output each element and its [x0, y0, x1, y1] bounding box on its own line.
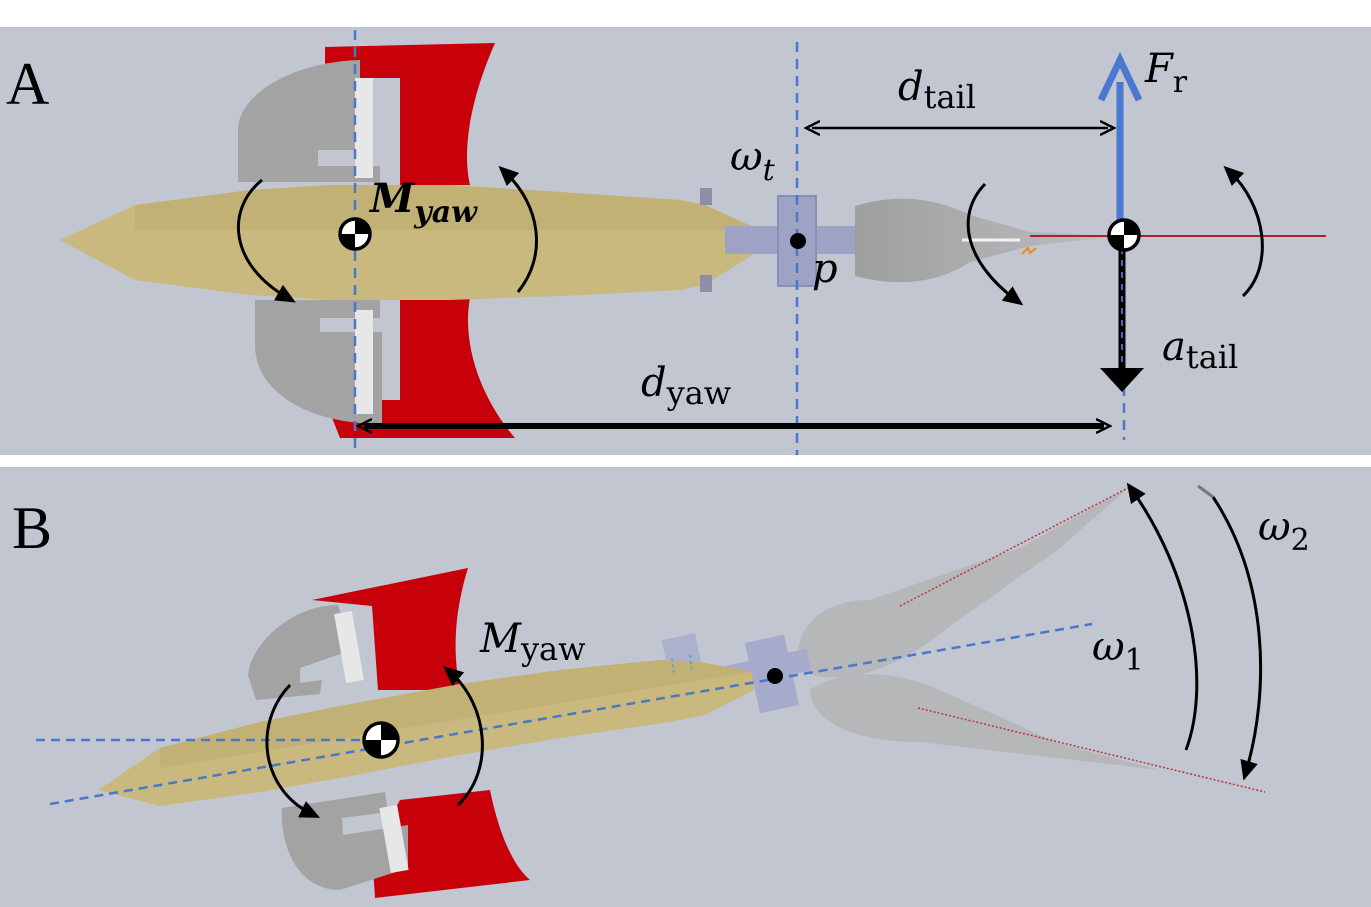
tail-line-lower	[917, 707, 1266, 793]
panel-a: A Myaw ωt p dtail Fr atail dyaw	[0, 27, 1371, 455]
force-arrow-fr-head	[1097, 51, 1143, 102]
pivot-point-b	[767, 668, 783, 684]
main-body	[60, 185, 760, 300]
cg-marker-body	[338, 217, 372, 251]
yaw-rotation-arrow-left-b	[265, 683, 321, 818]
omega-1-arrow	[1126, 482, 1199, 751]
label-d-yaw: dyaw	[641, 360, 731, 412]
fin-bottom-b	[372, 790, 530, 898]
fin-top-b	[312, 568, 468, 690]
label-m-yaw: Myaw	[368, 175, 478, 230]
tail-line-upper	[899, 487, 1129, 607]
tail-ghost-upper	[798, 488, 1128, 678]
main-body-b	[98, 660, 754, 806]
panel-b-letter: B	[12, 495, 52, 561]
ref-tick-2	[689, 654, 693, 673]
tail-rotation-arrow-right	[1223, 165, 1264, 298]
pod-top-b	[248, 605, 352, 700]
pod-bottom-bracket	[355, 310, 373, 414]
panel-b: B Myaw ω1 ω2	[0, 467, 1371, 907]
ref-line-body-axis	[49, 622, 1093, 806]
panel-a-letter: A	[6, 51, 49, 117]
pod-top-b-bracket	[334, 610, 364, 684]
omega-2-arrow-fade	[1197, 484, 1214, 499]
cg-marker-tail	[1107, 218, 1141, 252]
yaw-rotation-arrow-left	[236, 178, 296, 303]
tail-ghost-lower	[810, 674, 1160, 770]
label-omega-1: ω1	[1092, 624, 1144, 678]
body-bracket-top	[700, 188, 712, 205]
pod-bottom-b-bracket	[379, 804, 409, 874]
pivot-point	[790, 233, 806, 249]
label-omega-2: ω2	[1258, 504, 1310, 558]
tail-rotation-arrow-left	[966, 182, 1024, 306]
label-omega-t: ωt	[730, 134, 776, 188]
accel-arrow-atail-head	[1100, 368, 1144, 392]
yaw-rotation-arrow-right-b	[443, 666, 484, 807]
fin-top	[325, 43, 495, 185]
pod-bottom	[255, 300, 382, 424]
main-body-shade	[135, 185, 760, 230]
pod-top	[238, 60, 380, 182]
yaw-rotation-arrow-right	[498, 165, 538, 293]
label-f-r: Fr	[1144, 46, 1188, 100]
pod-top-bracket	[355, 78, 373, 178]
label-m-yaw-b: Myaw	[479, 616, 586, 668]
label-pivot-p: p	[812, 246, 838, 292]
label-a-tail: atail	[1162, 324, 1238, 376]
body-bracket-bottom	[700, 275, 712, 292]
tail-spark-icon	[1021, 246, 1037, 255]
omega-2-arrow	[1211, 496, 1263, 781]
label-d-tail: dtail	[898, 64, 976, 116]
cg-marker-body-b	[362, 721, 400, 759]
